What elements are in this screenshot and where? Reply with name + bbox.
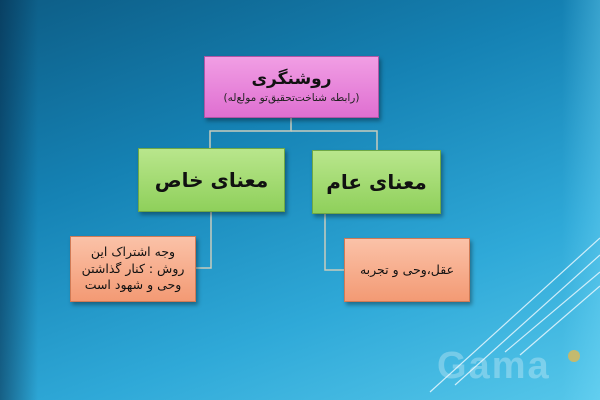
slide-left-shade	[0, 0, 38, 400]
root-subtitle: (رابطه شناخت‌تحقیق‌تو مولع‌له)	[223, 92, 360, 105]
note-text-general: عقل،وحی و تجربه	[359, 261, 455, 277]
root-node: روشنگری (رابطه شناخت‌تحقیق‌تو مولع‌له)	[204, 56, 379, 118]
decor-streaks	[429, 237, 600, 393]
decor-streak	[429, 237, 600, 393]
branch-node-general: معنای عام	[312, 150, 441, 214]
slide-right-glow	[562, 0, 600, 400]
watermark: Gama	[437, 345, 580, 387]
watermark-text: Gama	[437, 345, 551, 387]
note-node-general: عقل،وحی و تجربه	[344, 238, 470, 302]
root-title: روشنگری	[251, 69, 332, 90]
connector-special-note	[196, 212, 212, 269]
branch-label-special: معنای خاص	[154, 168, 269, 192]
branch-node-special: معنای خاص	[138, 148, 285, 212]
decor-streak	[519, 285, 600, 356]
note-node-special: وجه اشتراک این روش : کنار گذاشتن وحی و ش…	[70, 236, 196, 302]
watermark-dot-icon	[568, 350, 580, 362]
connectors	[196, 118, 378, 271]
connector-general-note	[324, 214, 344, 271]
branch-label-general: معنای عام	[326, 170, 427, 194]
connector-root-special	[209, 118, 292, 148]
decor-streak	[454, 254, 600, 386]
decor-streak	[504, 271, 600, 353]
note-text-special: وجه اشتراک این روش : کنار گذاشتن وحی و ش…	[81, 243, 185, 293]
connector-root-general	[291, 130, 378, 150]
